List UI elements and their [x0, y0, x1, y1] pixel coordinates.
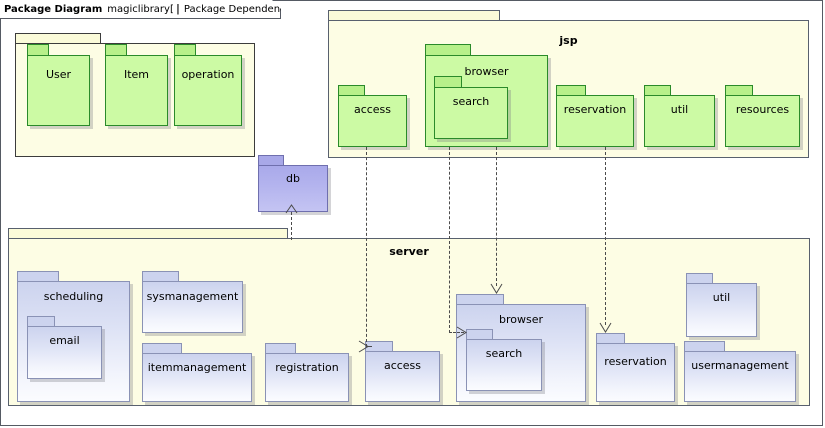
package-jsp-reservation[interactable]: reservation	[556, 85, 634, 147]
package-jsp-util[interactable]: util	[644, 85, 715, 147]
package-server-registration[interactable]: registration	[265, 343, 349, 402]
bracket-open: [	[169, 3, 174, 15]
package-domain-tab	[15, 33, 101, 44]
package-domain-user[interactable]: User	[27, 44, 90, 126]
package-server-scheduling-email-tab	[27, 316, 55, 327]
package-domain-item[interactable]: Item	[105, 44, 168, 126]
diagram-icon	[177, 4, 179, 15]
package-server-sysmanagement-tab	[142, 271, 179, 282]
package-server-usermanagement-body	[684, 351, 796, 402]
package-server-browser-search-body	[466, 339, 542, 391]
dependency-jspsearch-line-vertical	[449, 147, 450, 333]
package-jsp-browser-tab	[425, 44, 471, 56]
dependency-jspbrowser-line	[496, 147, 497, 286]
package-server-browser-search[interactable]: search	[466, 329, 542, 391]
package-server-tab	[8, 228, 288, 239]
dependency-server-to-db-line	[291, 212, 292, 240]
package-server-reservation-body	[596, 343, 675, 402]
diagram-frame-header: Package Diagram magiclibrary [ Package D…	[0, 0, 281, 19]
package-server-reservation-tab	[596, 333, 625, 344]
package-jsp-util-body	[644, 95, 715, 147]
package-db[interactable]: db	[258, 155, 328, 212]
dependency-jspaccess-line-vertical	[366, 147, 367, 347]
dependency-jspaccess-arrowhead	[358, 340, 369, 353]
package-server-util[interactable]: util	[686, 273, 757, 337]
dependency-jspreservation-arrowhead	[599, 322, 612, 333]
package-jsp-access[interactable]: access	[338, 85, 407, 147]
package-server-browser-search-tab	[466, 329, 493, 340]
package-jsp-util-tab	[644, 85, 671, 96]
dependency-jspreservation-line	[605, 147, 606, 325]
package-server-util-tab	[686, 273, 713, 284]
package-jsp-reservation-body	[556, 95, 634, 147]
package-server-itemmanagement-body	[142, 353, 252, 402]
package-db-tab	[258, 155, 284, 166]
dependency-server-to-db-arrowhead	[285, 204, 298, 214]
package-jsp-access-body	[338, 95, 407, 147]
package-server-sysmanagement-body	[142, 281, 243, 333]
package-server-access-tab	[365, 341, 393, 352]
package-domain-item-tab	[105, 44, 127, 56]
dependency-jspsearch-line-horizontal	[449, 332, 464, 333]
package-server-browser-tab	[456, 294, 504, 305]
package-server-title: server	[389, 245, 429, 258]
package-jsp-browser-search[interactable]: search	[434, 76, 508, 139]
package-domain-item-body	[105, 55, 168, 126]
package-server-scheduling-email-body	[27, 326, 102, 379]
diagram-model-label: magiclibrary	[107, 3, 170, 15]
package-server-access-body	[365, 351, 440, 402]
package-jsp-resources[interactable]: resources	[725, 85, 800, 147]
package-jsp-access-tab	[338, 85, 365, 96]
dependency-jspbrowser-arrowhead	[490, 283, 503, 294]
package-server-registration-body	[265, 353, 349, 402]
package-domain-user-body	[27, 55, 90, 126]
package-server-usermanagement[interactable]: usermanagement	[684, 341, 796, 402]
package-server-sysmanagement[interactable]: sysmanagement	[142, 271, 243, 333]
package-server-scheduling-email[interactable]: email	[27, 316, 102, 379]
diagram-name-label: Package Dependencies	[183, 3, 300, 15]
package-domain-operation-body	[174, 55, 242, 126]
package-domain-operation-tab	[174, 44, 196, 56]
package-jsp-resources-tab	[725, 85, 753, 96]
package-server-scheduling-tab	[17, 271, 59, 282]
package-domain-operation[interactable]: operation	[174, 44, 242, 126]
package-server-access[interactable]: access	[365, 341, 440, 402]
package-jsp-browser-search-body	[434, 87, 508, 139]
package-jsp-tab	[328, 10, 500, 21]
package-domain-user-tab	[27, 44, 49, 56]
package-jsp-reservation-tab	[556, 85, 586, 96]
package-server-util-body	[686, 283, 757, 337]
diagram-kind-label: Package Diagram	[4, 3, 103, 15]
dependency-jspsearch-arrowhead	[456, 326, 467, 339]
dependency-jspaccess-line-horizontal	[366, 346, 372, 347]
package-server-itemmanagement-tab	[142, 343, 182, 354]
package-server-usermanagement-tab	[684, 341, 725, 352]
package-server-registration-tab	[265, 343, 296, 354]
package-jsp-resources-body	[725, 95, 800, 147]
package-db-body	[258, 165, 328, 212]
package-jsp-browser-search-tab	[434, 76, 462, 88]
package-server-itemmanagement[interactable]: itemmanagement	[142, 343, 252, 402]
package-server-reservation[interactable]: reservation	[596, 333, 675, 402]
